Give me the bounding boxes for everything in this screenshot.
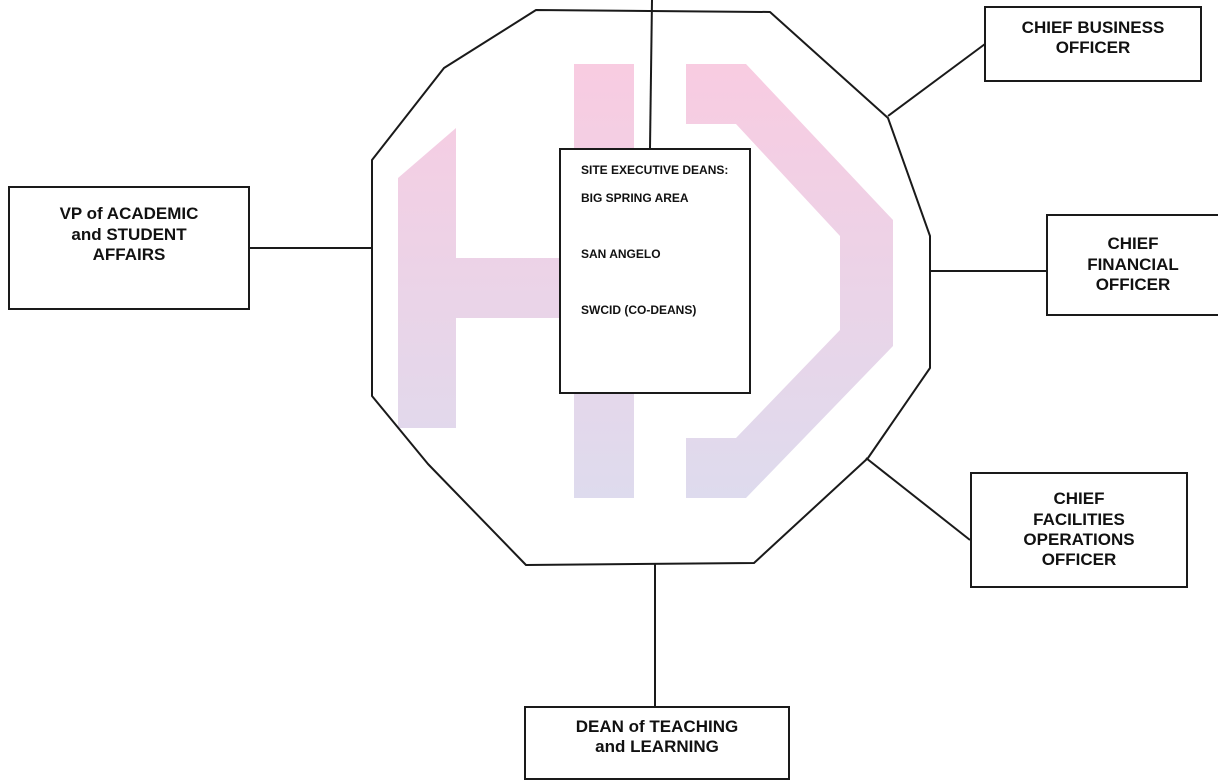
site-swcid-co-deans: SWCID (CO-DEANS) xyxy=(581,302,697,317)
cfo-line-1: CHIEF xyxy=(1107,234,1159,254)
chief-financial-officer-box: CHIEF FINANCIAL OFFICER xyxy=(1046,214,1218,316)
facilities-line-3: OPERATIONS xyxy=(1023,530,1135,549)
vp-academic-line-3: AFFAIRS xyxy=(92,245,166,265)
connector-facilities xyxy=(865,457,971,541)
cfo-line-3: OFFICER xyxy=(1095,275,1171,295)
chief-business-officer-line-1: CHIEF BUSINESS xyxy=(1021,17,1165,37)
site-san-angelo: SAN ANGELO xyxy=(581,246,661,261)
facilities-line-1: CHIEF xyxy=(1053,489,1105,509)
site-big-spring-area: BIG SPRING AREA xyxy=(581,190,689,205)
site-executive-deans-box: SITE EXECUTIVE DEANS: BIG SPRING AREA SA… xyxy=(559,148,751,394)
connector-lines xyxy=(250,0,1046,706)
connector-chief-business xyxy=(887,43,986,117)
central-octagon xyxy=(371,9,931,566)
connector-top xyxy=(649,0,653,149)
facilities-line-2: FACILITIES xyxy=(1033,509,1125,529)
vp-academic-student-affairs-box: VP of ACADEMIC and STUDENT AFFAIRS xyxy=(8,186,250,310)
vp-academic-line-2: and STUDENT xyxy=(71,224,187,244)
chief-facilities-operations-officer-box: CHIEF FACILITIES OPERATIONS OFFICER xyxy=(970,472,1188,588)
chief-business-officer-line-2: OFFICER xyxy=(1055,38,1131,57)
vp-academic-line-1: VP of ACADEMIC xyxy=(59,204,199,224)
facilities-line-4: OFFICER xyxy=(1041,550,1117,570)
dean-tl-line-2: and LEARNING xyxy=(595,737,719,756)
site-executive-deans-heading: SITE EXECUTIVE DEANS: xyxy=(581,163,729,177)
watermark-letter-d xyxy=(686,64,893,498)
cfo-line-2: FINANCIAL xyxy=(1087,254,1179,274)
dean-tl-line-1: DEAN of TEACHING xyxy=(575,716,739,736)
dean-teaching-learning-box: DEAN of TEACHING and LEARNING xyxy=(524,706,790,780)
chief-business-officer-box: CHIEF BUSINESS OFFICER xyxy=(984,6,1202,82)
